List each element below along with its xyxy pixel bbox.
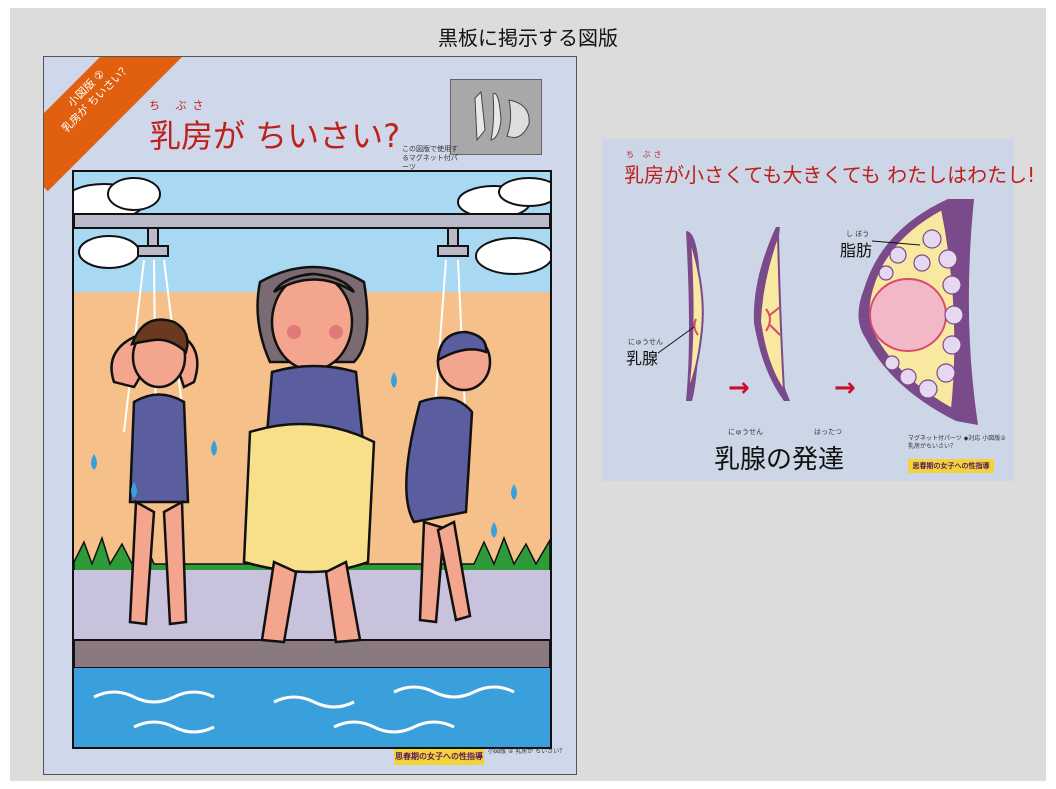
corner-label: 小図版 ② (65, 67, 108, 110)
right-arrow-icon: → (728, 373, 750, 403)
breast-development-diagram (657, 199, 978, 425)
fat-label: 脂肪 (840, 241, 873, 260)
footer-logo: 思春期の女子への性指導 (394, 749, 484, 765)
panel-title: 乳房が小さくても大きくても わたしはわたし! (624, 163, 1036, 187)
parts-caption: この図版で使用するマグネット付パーツ (402, 145, 458, 171)
parts-thumbnail-image (451, 80, 541, 154)
page-frame: 黒板に掲示する図版 小図版 ② 乳房が ちいさい？ ち ぶさ 乳房が ちいさい?… (10, 8, 1046, 781)
magnet-parts-thumbnail (450, 79, 542, 155)
big-ruby-1: にゅうせん (728, 428, 763, 436)
panel-ruby: ち ぶさ (626, 150, 665, 159)
mammary-development-panel: ち ぶさ 乳房が小さくても大きくても わたしはわたし! (602, 139, 1035, 481)
panel-caption: マグネット付パーツ ◆対応 小図版② 乳房がちいさい？ (908, 435, 1006, 450)
fat-ruby: し ぼう (846, 230, 870, 238)
shower-scene-illustration (72, 170, 552, 749)
panel-logo: 思春期の女子への性指導 (908, 459, 994, 473)
development-heading: 乳腺の発達 (714, 445, 845, 475)
poster: 小図版 ② 乳房が ちいさい？ ち ぶさ 乳房が ちいさい? この図版で使用する… (43, 56, 577, 775)
big-ruby-2: はったつ (814, 428, 842, 436)
page-title: 黒板に掲示する図版 (438, 26, 618, 50)
poster-title: 乳房が ちいさい? (149, 117, 401, 155)
right-arrow-icon: → (834, 373, 856, 403)
footer-caption: 小図版 ② 乳房が ちいさい？ (488, 748, 566, 755)
mammary-ruby: にゅうせん (628, 338, 663, 346)
mammary-label: 乳腺 (626, 349, 659, 368)
scene-svg (74, 172, 550, 747)
poster-ruby: ち ぶさ (149, 99, 210, 112)
